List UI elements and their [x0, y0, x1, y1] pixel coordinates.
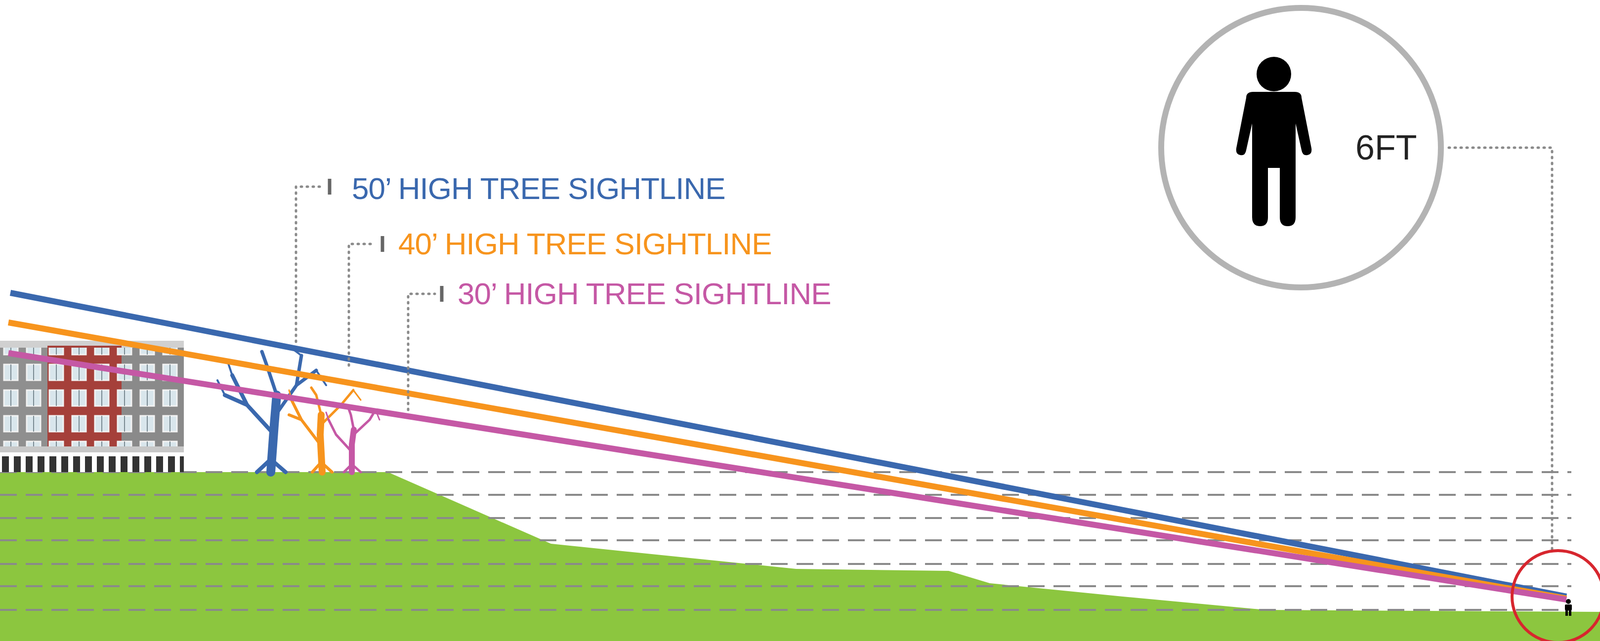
- callout-circle-node: 6FT: [1161, 7, 1441, 288]
- person-icon: [1236, 56, 1312, 227]
- height-label: 6FT: [1355, 130, 1417, 166]
- sightline-label: 40’ HIGH TREE SIGHTLINE: [398, 228, 772, 260]
- sightlines: [8, 293, 1567, 600]
- focus-circle: [1512, 550, 1600, 641]
- sightline-label: 50’ HIGH TREE SIGHTLINE: [351, 173, 726, 205]
- elevation-lines: [0, 472, 1572, 611]
- small-person: [1564, 599, 1572, 617]
- building: [0, 340, 184, 473]
- sightline-label: 30’ HIGH TREE SIGHTLINE: [457, 278, 832, 310]
- callout-circle: [1161, 7, 1441, 288]
